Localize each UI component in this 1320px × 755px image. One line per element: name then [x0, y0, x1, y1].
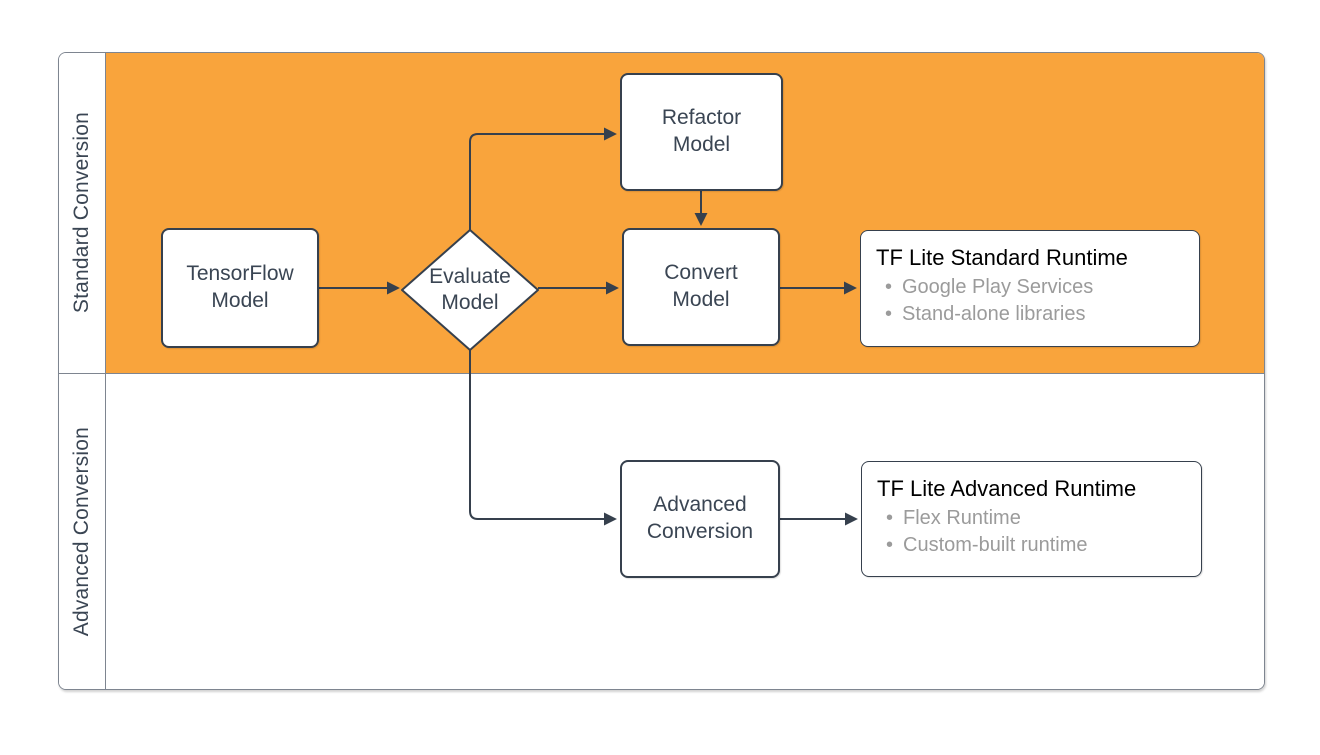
bullet-item: Stand-alone libraries	[876, 301, 1189, 328]
node-convert-model: Convert Model	[622, 228, 780, 346]
tflite-standard-runtime-bullets: Google Play Services Stand-alone librari…	[876, 274, 1189, 328]
lane-header-column: Standard Conversion Advanced Conversion	[59, 53, 106, 689]
node-evaluate-model-label: Evaluate Model	[429, 265, 511, 315]
tflite-standard-runtime-title: TF Lite Standard Runtime	[876, 245, 1128, 270]
lane-label-standard-conversion: Standard Conversion	[70, 112, 93, 314]
node-tensorflow-model: TensorFlow Model	[161, 228, 319, 348]
bullet-item: Google Play Services	[876, 274, 1189, 301]
node-convert-model-label: Convert Model	[664, 261, 738, 311]
lane-header-standard-conversion: Standard Conversion	[59, 53, 105, 374]
node-tflite-advanced-runtime: TF Lite Advanced Runtime Flex Runtime Cu…	[861, 461, 1202, 577]
node-advanced-conversion-label: Advanced Conversion	[646, 493, 754, 543]
node-refactor-model: Refactor Model	[620, 73, 783, 191]
node-refactor-model-label: Refactor Model	[661, 106, 742, 156]
lane-header-advanced-conversion: Advanced Conversion	[59, 374, 105, 689]
bullet-item: Flex Runtime	[877, 505, 1191, 532]
lane-label-advanced-conversion: Advanced Conversion	[70, 426, 93, 637]
tflite-advanced-runtime-title: TF Lite Advanced Runtime	[877, 476, 1137, 501]
node-advanced-conversion: Advanced Conversion	[620, 460, 780, 578]
node-tflite-standard-runtime: TF Lite Standard Runtime Google Play Ser…	[860, 230, 1200, 347]
bullet-item: Custom-built runtime	[877, 532, 1191, 559]
node-tensorflow-model-label: TensorFlow Model	[186, 262, 294, 312]
tflite-advanced-runtime-bullets: Flex Runtime Custom-built runtime	[877, 505, 1191, 559]
